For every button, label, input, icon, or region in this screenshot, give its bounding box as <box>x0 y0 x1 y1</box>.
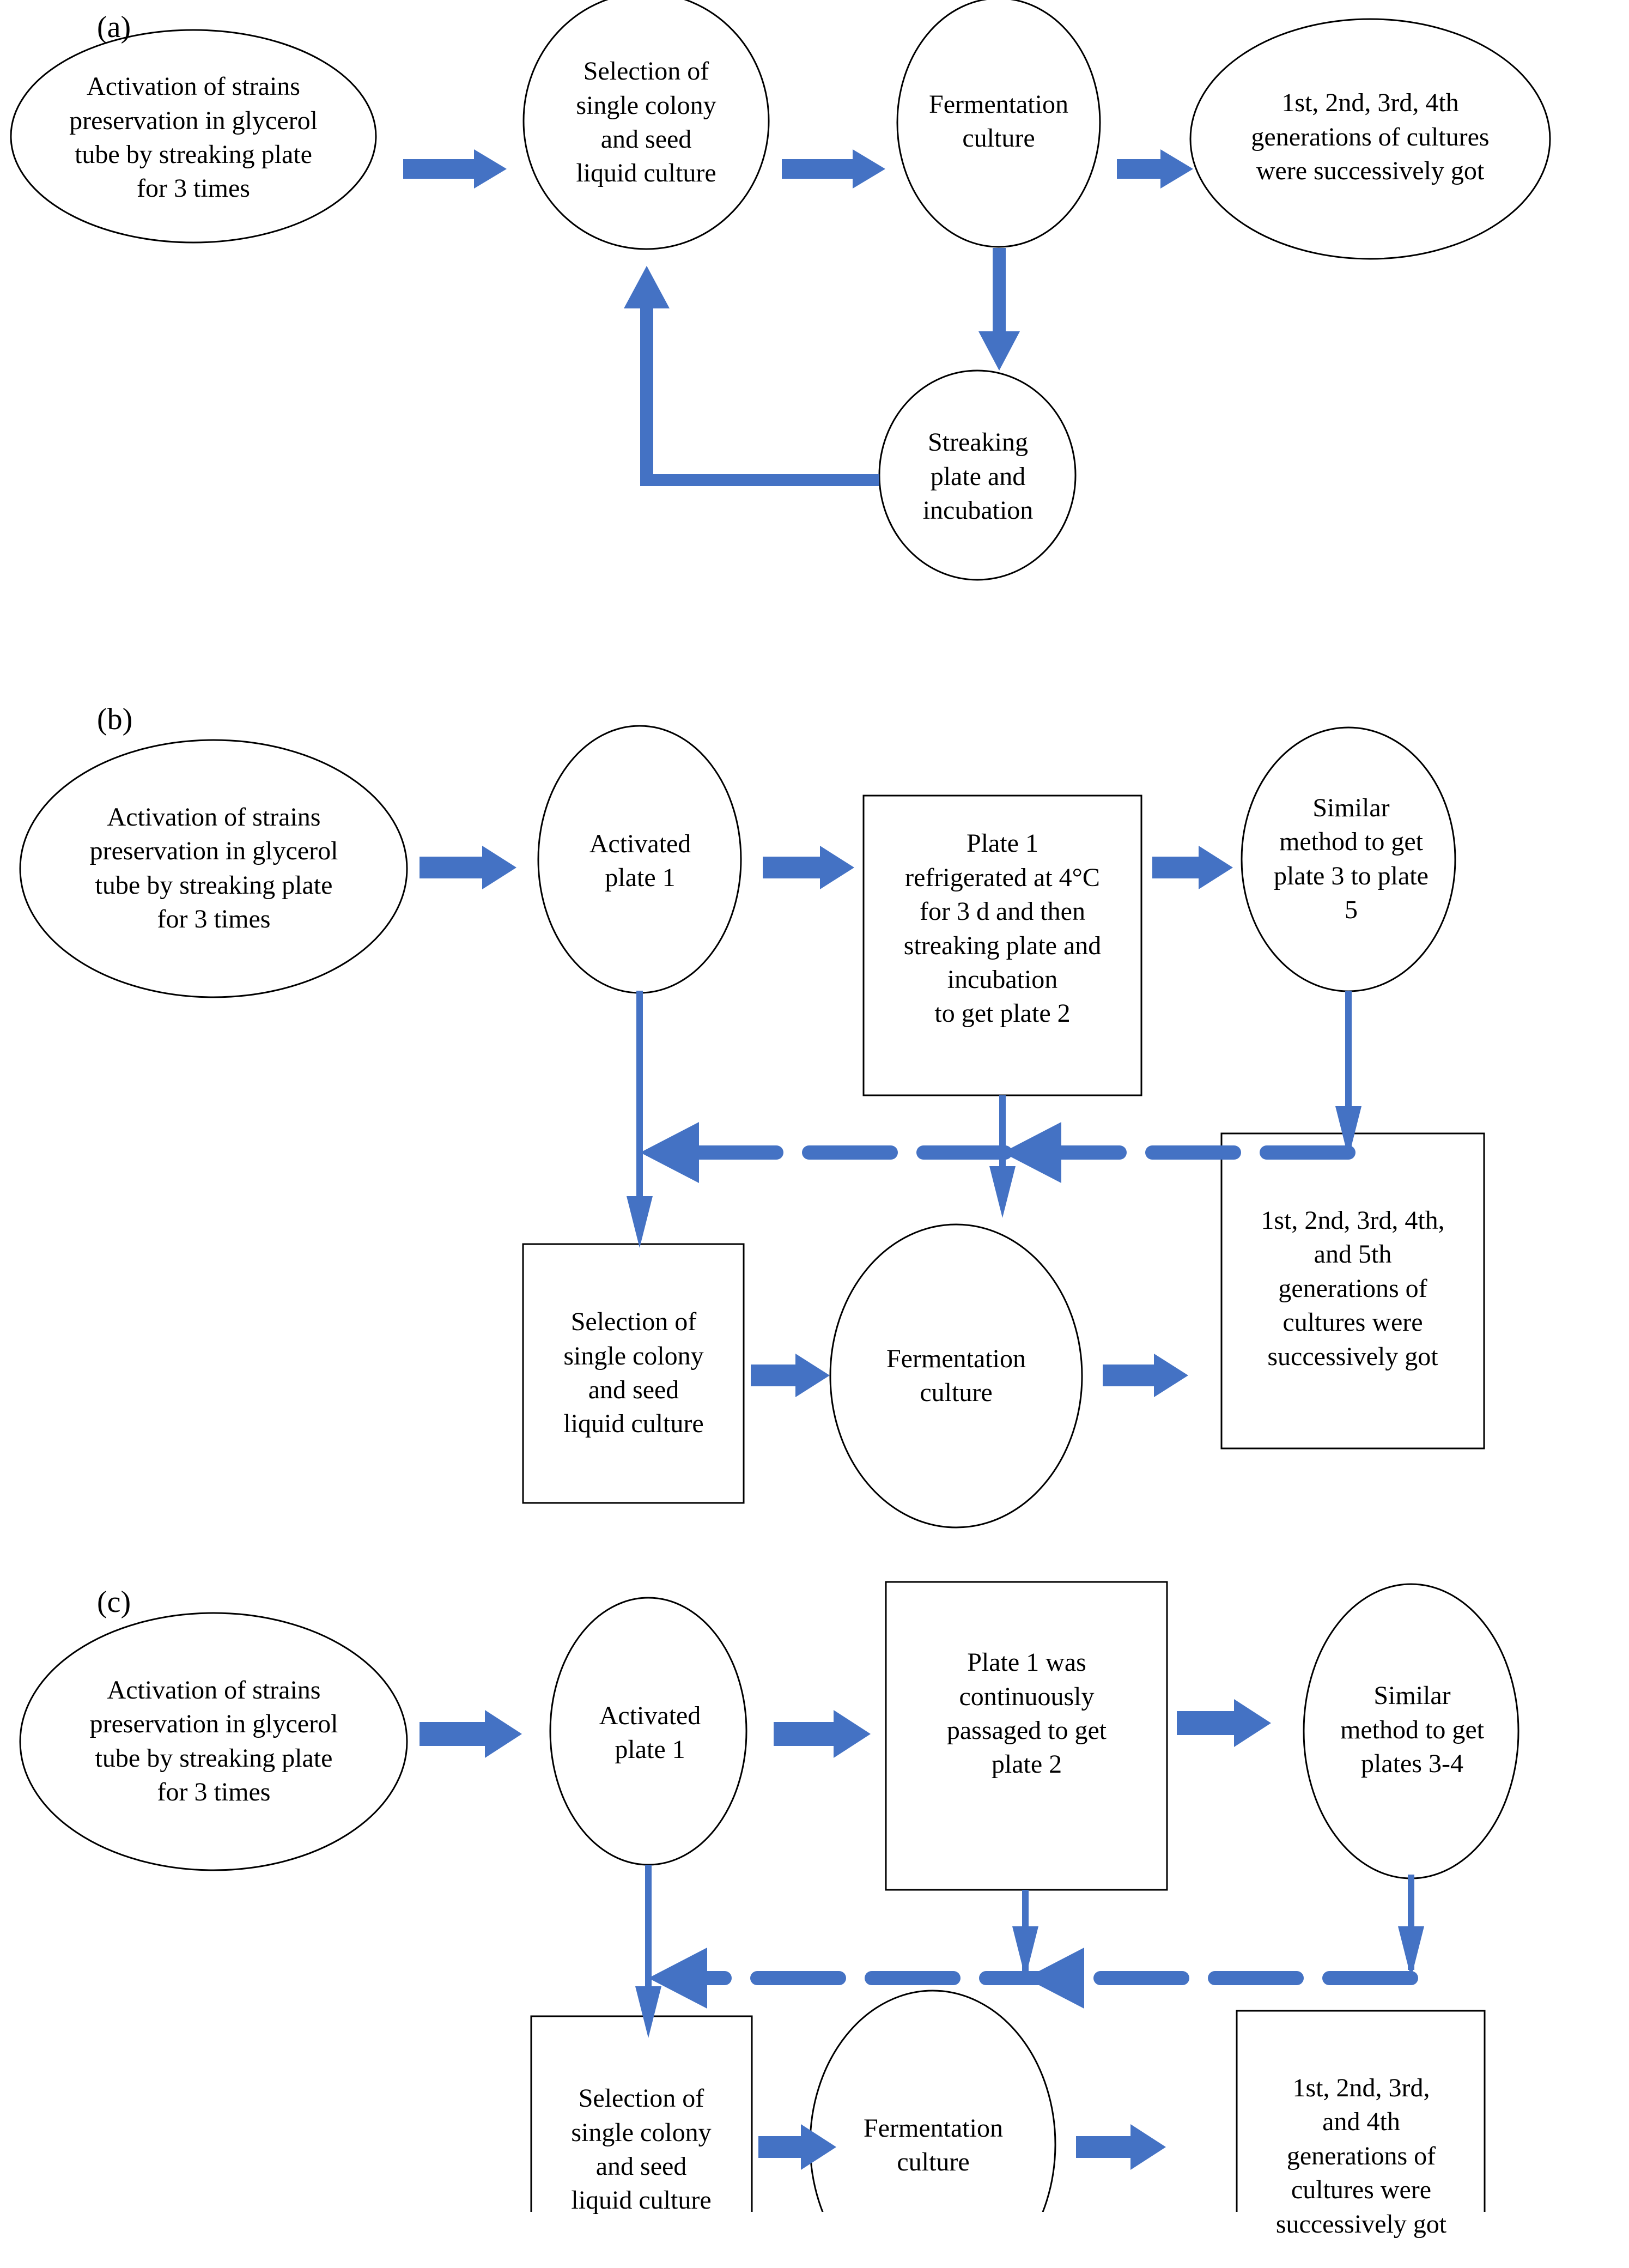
c-node-selection-box-shape <box>530 2015 753 2212</box>
c-node-activation-shape <box>19 1612 408 1871</box>
b-node-generations-box-shape <box>1220 1132 1485 1450</box>
panel-c-label: (c) <box>97 1585 131 1619</box>
flowchart-figure: (a) Activation of strains preservation i… <box>10 0 1551 2239</box>
b-arrow-dashed-feedback <box>640 1122 1356 1183</box>
b-node-fermentation-shape <box>829 1223 1083 1529</box>
panel-b-label: (b) <box>97 702 133 736</box>
c-arrow-fermentation-to-generations <box>1076 2124 1166 2170</box>
a-node-streaking-shape <box>878 369 1077 581</box>
b-arrow-refrigerated-to-similar <box>1152 846 1233 889</box>
c-node-activated-plate-shape <box>549 1597 747 1866</box>
c-arrow-activated-to-passaged <box>774 1710 871 1758</box>
b-arrow-activated-to-refrigerated <box>763 846 854 889</box>
c-arrow-passaged-down <box>1012 1890 1038 1985</box>
a-arrow-fermentation-to-generations <box>1117 149 1193 189</box>
a-node-fermentation-shape <box>896 0 1101 248</box>
c-arrow-similar-down <box>1398 1875 1424 1978</box>
b-arrow-activation-to-activated <box>420 846 516 889</box>
b-node-activated-plate-shape <box>537 725 742 994</box>
c-node-generations-box-shape <box>1236 2010 1486 2212</box>
b-arrow-selection-to-fermentation <box>751 1354 830 1397</box>
b-node-similar-method-shape <box>1241 726 1456 992</box>
a-node-activation-shape <box>10 29 377 244</box>
c-arrow-dashed-feedback <box>648 1948 1418 2009</box>
c-arrow-selection-to-fermentation <box>758 2124 836 2170</box>
flowchart-vector-layer <box>10 0 1551 2212</box>
b-node-activation-shape <box>19 739 408 998</box>
c-arrow-passaged-to-similar <box>1177 1699 1271 1747</box>
a-arrow-activation-to-selection <box>403 149 507 189</box>
c-node-similar-method-shape <box>1303 1583 1519 1879</box>
a-arrow-selection-to-fermentation <box>782 149 885 189</box>
b-arrow-activated-down-to-selection <box>627 991 653 1248</box>
a-node-selection-shape <box>522 0 770 250</box>
a-arrow-streaking-to-selection <box>624 266 879 486</box>
c-node-fermentation-shape <box>809 1990 1056 2212</box>
b-arrow-fermentation-to-generations <box>1103 1354 1188 1397</box>
c-node-passaged-box-shape <box>885 1581 1168 1891</box>
a-arrow-fermentation-to-streaking <box>978 248 1020 371</box>
b-arrow-similar-down <box>1335 991 1361 1158</box>
b-node-refrigerated-box-shape <box>862 795 1142 1096</box>
b-node-selection-box-shape <box>522 1243 745 1504</box>
a-node-generations-shape-2 <box>1189 18 1551 260</box>
c-arrow-activated-down-to-selection <box>635 1865 661 2038</box>
c-arrow-activation-to-activated <box>420 1710 522 1758</box>
panel-a-label: (a) <box>97 10 131 44</box>
